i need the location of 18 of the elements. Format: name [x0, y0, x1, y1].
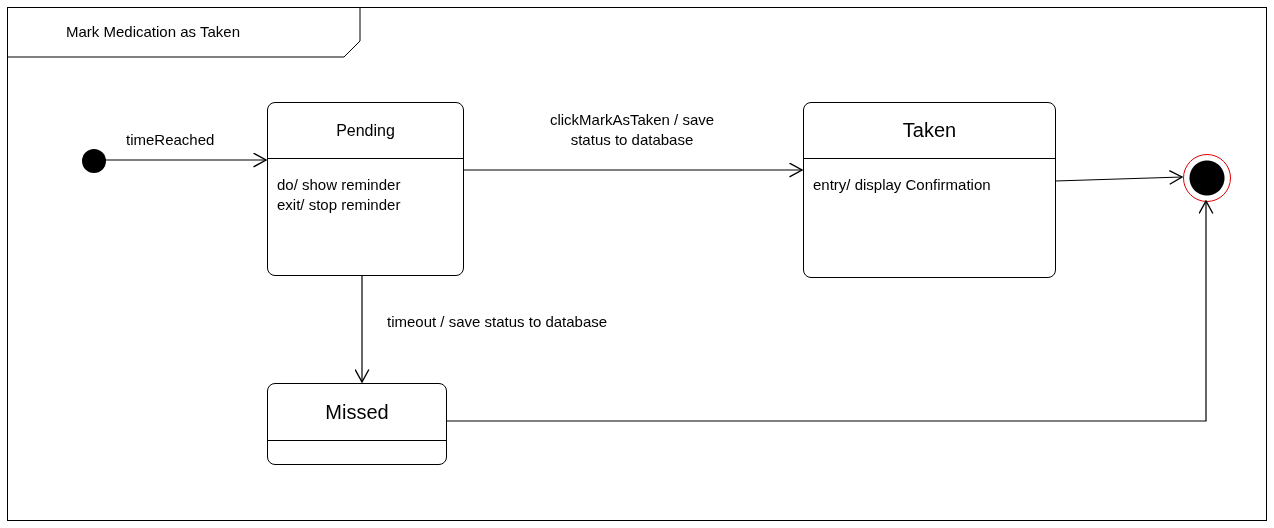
state-activity: exit/ stop reminder — [277, 195, 402, 215]
state-name: Taken — [902, 119, 957, 142]
transition-arrow — [104, 152, 267, 168]
frame — [7, 7, 1267, 521]
state-activity: do/ show reminder — [277, 175, 402, 195]
state-name: Missed — [325, 400, 389, 424]
state-name: Pending — [336, 121, 395, 140]
state-box — [267, 102, 464, 276]
frame-title: Mark Medication as Taken — [66, 23, 240, 40]
final-state — [1183, 154, 1231, 202]
state-activity: entry/ display Confirmation — [813, 175, 992, 195]
transition-arrow — [354, 274, 370, 383]
state-box — [267, 383, 447, 465]
initial-state — [82, 149, 106, 173]
transition-arrow — [1054, 169, 1183, 185]
state-box — [803, 102, 1056, 278]
transition-arrow — [445, 200, 1214, 422]
transition-arrow — [462, 162, 803, 178]
